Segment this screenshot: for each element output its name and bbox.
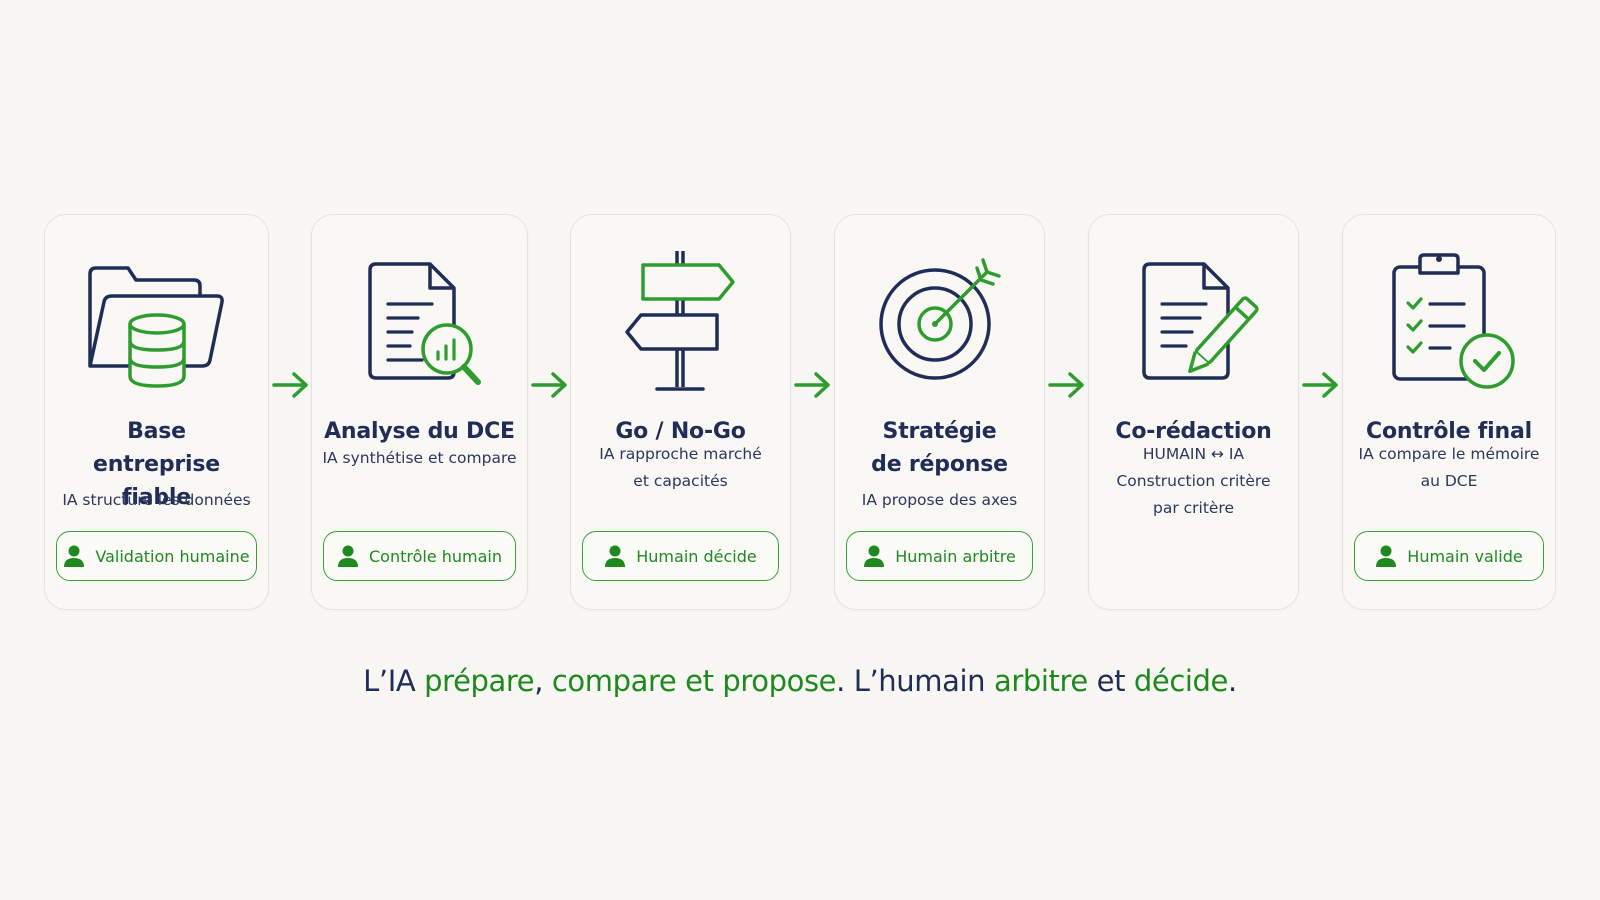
step-card-controle-final: Contrôle final IA compare le mémoire au … [1342, 214, 1556, 610]
person-icon [864, 545, 885, 567]
document-analysis-icon [312, 247, 527, 395]
step-card-strategie: Stratégie de réponse IA propose des axes… [834, 214, 1045, 610]
step-description: Construction critère [1116, 472, 1271, 490]
tagline-highlight: prépare [424, 664, 535, 698]
human-badge: Humain arbitre [846, 531, 1033, 581]
step-description: IA propose des axes [861, 491, 1018, 509]
step-title: Stratégie de réponse [871, 419, 1008, 477]
arrow-right-icon [531, 372, 567, 398]
step-title: Co-rédaction [1115, 419, 1272, 444]
human-badge: Humain valide [1354, 531, 1544, 581]
tagline-text: . [1227, 664, 1237, 698]
target-icon [835, 247, 1044, 395]
badge-label: Humain décide [636, 546, 757, 566]
signpost-icon [571, 247, 790, 395]
person-icon [64, 545, 85, 567]
folder-database-icon [45, 247, 268, 395]
arrow-right-icon [1048, 372, 1084, 398]
step-title: Contrôle final [1366, 419, 1532, 444]
step-card-co-redaction: Co-rédaction HUMAIN ↔ IA Construction cr… [1088, 214, 1299, 610]
arrow-right-icon [1302, 372, 1338, 398]
human-badge: Humain décide [582, 531, 779, 581]
step-card-base-entreprise: Base entreprise fiable IA structure les … [44, 214, 269, 610]
step-title: Base entreprise fiable [92, 419, 221, 510]
tagline-highlight: arbitre [993, 664, 1088, 698]
tagline-text: . L’humain [836, 664, 994, 698]
tagline-highlight: compare et propose [551, 664, 837, 698]
step-description: par critère [1152, 499, 1235, 517]
step-title: Analyse du DCE [324, 419, 515, 444]
tagline-highlight: décide [1133, 664, 1229, 698]
badge-label: Humain valide [1407, 546, 1523, 566]
tagline-text: L’IA [363, 664, 425, 698]
step-description: IA rapproche marché [599, 445, 762, 463]
person-icon [1376, 545, 1397, 567]
arrow-right-icon [794, 372, 830, 398]
step-description: au DCE [1420, 472, 1478, 490]
badge-label: Contrôle humain [368, 546, 503, 566]
tagline: L’IA prépare, compare et propose. L’huma… [0, 664, 1600, 698]
badge-label: Validation humaine [95, 546, 250, 566]
person-icon [605, 545, 626, 567]
person-icon [337, 545, 358, 567]
step-description: IA compare le mémoire [1358, 445, 1540, 463]
checklist-icon [1343, 247, 1555, 395]
human-badge: Contrôle humain [323, 531, 516, 581]
step-title: Go / No-Go [615, 419, 746, 444]
document-pencil-icon [1089, 247, 1298, 395]
step-description: IA synthétise et compare [322, 449, 517, 467]
arrow-right-icon [272, 372, 308, 398]
tagline-text: et [1087, 664, 1134, 698]
step-card-analyse-dce: Analyse du DCE IA synthétise et compare … [311, 214, 528, 610]
step-description: HUMAIN ↔ IA [1142, 445, 1245, 463]
step-description: IA structure les données [62, 491, 251, 509]
step-description: et capacités [633, 472, 728, 490]
step-card-go-no-go: Go / No-Go IA rapproche marché et capaci… [570, 214, 791, 610]
badge-label: Humain arbitre [895, 546, 1016, 566]
tagline-text: , [534, 664, 552, 698]
human-badge: Validation humaine [56, 531, 257, 581]
